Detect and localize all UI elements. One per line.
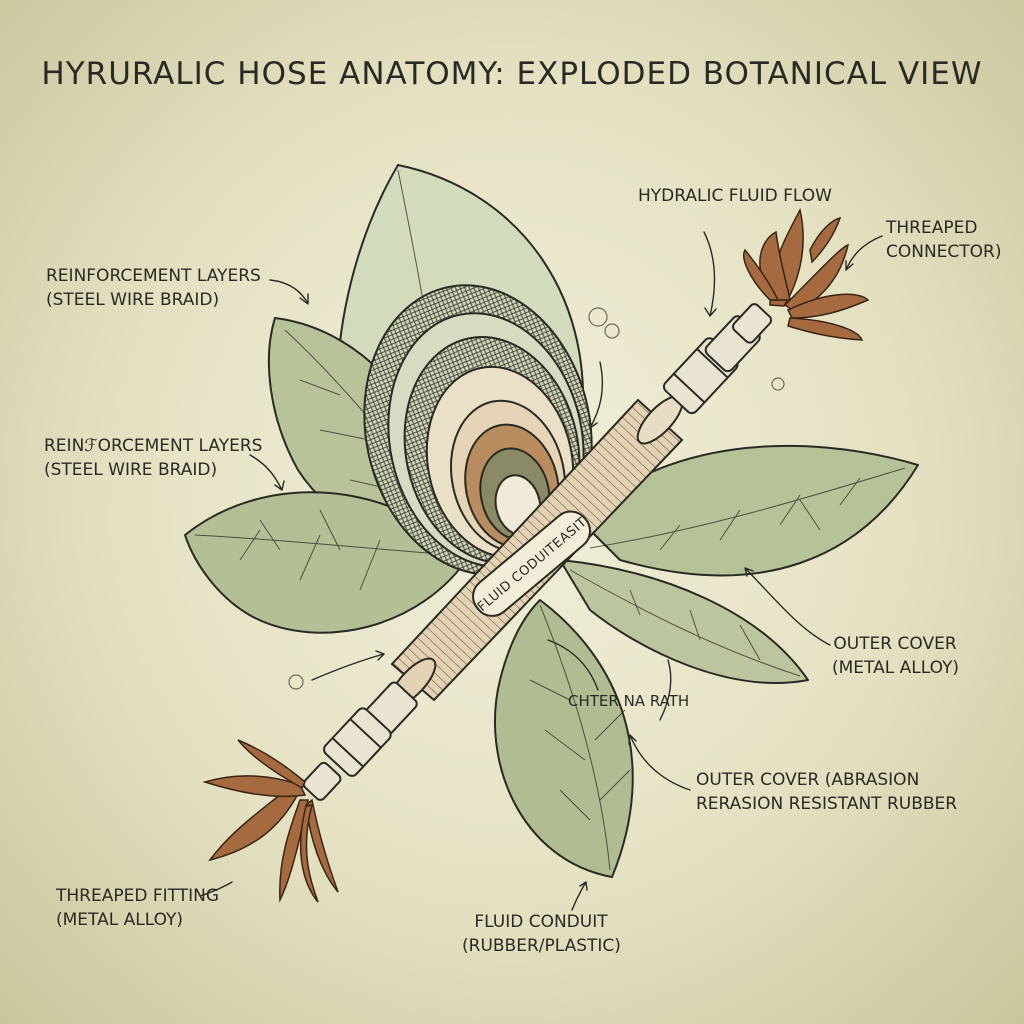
bubble-icon: [771, 377, 785, 391]
hydraulic-flow-label: HYDRALIC FLUID FLOW: [638, 186, 832, 206]
arrow-icon: [571, 881, 588, 911]
arrow-icon: [199, 881, 233, 897]
center-label: CHTER NA RATH: [568, 692, 689, 710]
arrow-icon: [249, 454, 285, 491]
fitting-icon: [302, 681, 418, 801]
leaf-icon: [184, 491, 471, 634]
outer-cover-rubber-label: OUTER COVER (ABRASION RERASION RESISTANT…: [696, 770, 958, 814]
page-title: HYRURALIC HOSE ANATOMY: EXPLODED BOTANIC…: [41, 56, 983, 92]
arrow-icon: [589, 361, 604, 429]
flower-icon: [743, 207, 870, 341]
outer-cover-metal-label: OUTER COVER (METAL ALLOY): [832, 634, 960, 678]
leaf-icon: [559, 559, 809, 684]
bubble-icon: [604, 323, 620, 339]
reinforcement-layers-label-mid: REINℱORCEMENT LAYERS (STEEL WIRE BRAID): [44, 436, 263, 480]
arrow-icon: [547, 639, 599, 691]
threaped-fitting-label: THREAPED FITTING (METAL ALLOY): [56, 886, 220, 930]
arrow-icon: [659, 659, 672, 721]
bubble-icon: [588, 307, 608, 327]
arrow-icon: [845, 235, 883, 271]
arrow-icon: [628, 734, 691, 791]
fluid-conduit-label: FLUID CONDUIT (RUBBER/PLASTIC): [462, 912, 621, 956]
arrow-icon: [703, 231, 717, 317]
reinforcement-layers-label-top: REINFORCEMENT LAYERS (STEEL WIRE BRAID): [46, 266, 261, 310]
fitting-icon: [662, 303, 773, 415]
arrow-icon: [311, 650, 385, 681]
arrow-icon: [744, 567, 831, 646]
arrow-icon: [269, 279, 309, 305]
leaf-icon: [493, 599, 634, 878]
bubble-icon: [288, 674, 304, 690]
threaped-connector-label: THREAPED CONNECTOR): [886, 218, 1002, 262]
flower-icon: [202, 739, 339, 903]
leaf-icon: [579, 444, 919, 577]
